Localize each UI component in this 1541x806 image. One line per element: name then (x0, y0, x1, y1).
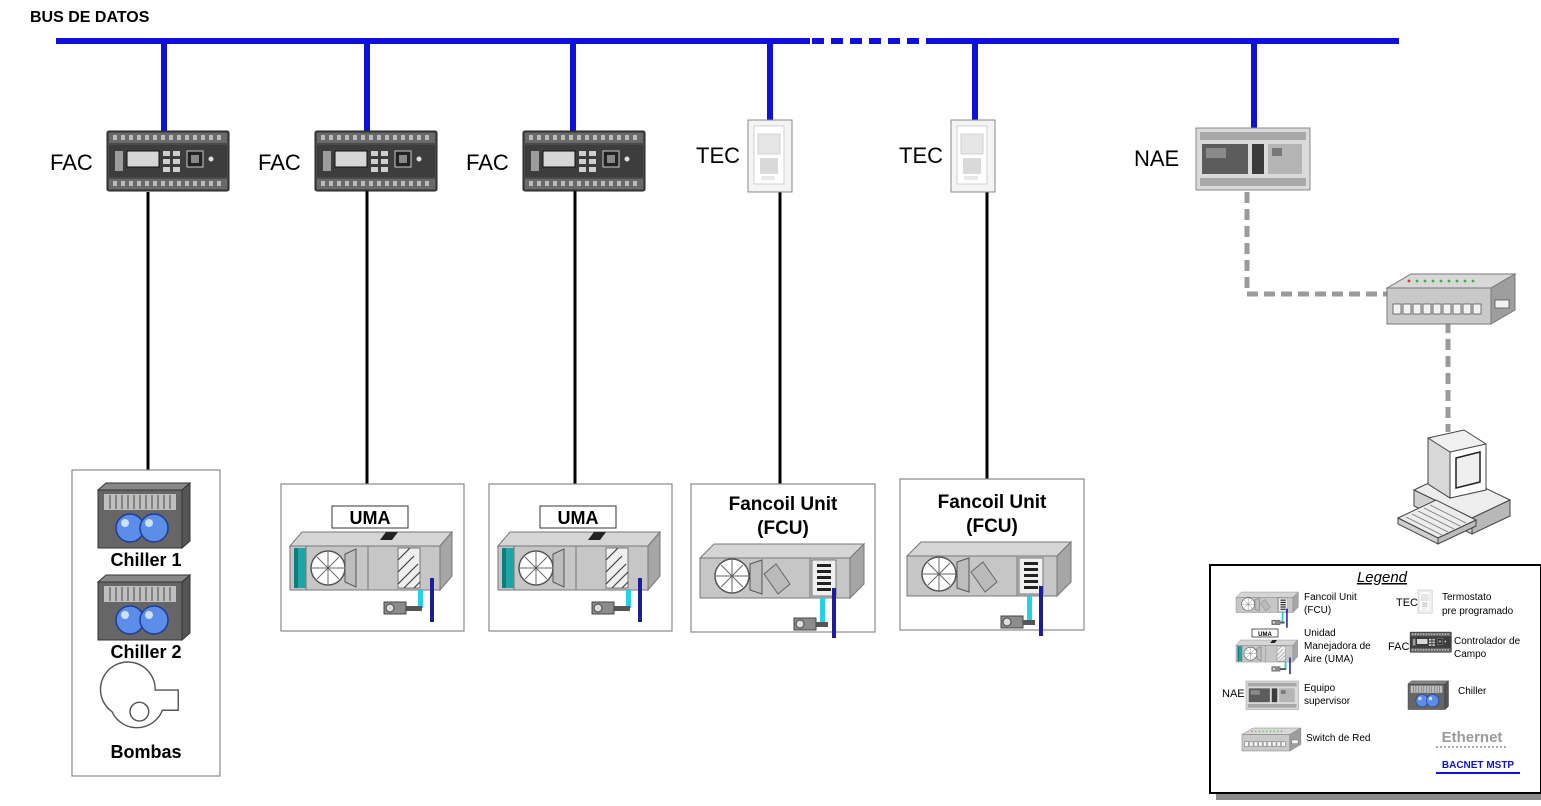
uma-label-1: UMA (350, 508, 391, 528)
fac-controller-3[interactable]: FAC (466, 130, 646, 192)
legend-uma-line2: Manejadora de (1304, 641, 1371, 652)
fcu-label-2-line2: (FCU) (966, 516, 1018, 537)
legend-thermostat-icon (1417, 589, 1433, 614)
legend-switch-icon (1241, 727, 1302, 752)
legend-nae-line2: supervisor (1304, 696, 1351, 707)
legend-uma-line1: Unidad (1304, 628, 1336, 639)
bus-title: BUS DE DATOS (30, 9, 150, 26)
legend-chiller: Chiller (1458, 686, 1487, 697)
nae-label: NAE (1134, 146, 1179, 171)
legend-controller-icon (1409, 631, 1452, 653)
fac-controller-2[interactable]: FAC (258, 130, 438, 192)
data-bus (56, 38, 1399, 131)
fcu-label-1-line2: (FCU) (757, 518, 809, 539)
legend-tec-line2: pre programado (1442, 606, 1514, 617)
nae-supervisor[interactable]: NAE (1134, 127, 1311, 191)
uma-box-2[interactable]: UMA (488, 483, 673, 632)
legend-tec-line1: Termostato (1442, 592, 1492, 603)
legend-fcu-line2: (FCU) (1304, 605, 1331, 616)
legend-fac-line2: Campo (1454, 649, 1487, 660)
legend-fcu-line1: Fancoil Unit (1304, 592, 1357, 603)
legend-bacnet: BACNET MSTP (1442, 760, 1515, 771)
tec-thermostat-2[interactable]: TEC (899, 119, 996, 193)
legend-supervisor-icon (1245, 680, 1299, 710)
chiller-2-label: Chiller 2 (110, 642, 181, 662)
legend-uma-line3: Aire (UMA) (1304, 654, 1353, 665)
uma-label-2: UMA (558, 508, 599, 528)
tec-thermostat-1[interactable]: TEC (696, 119, 793, 193)
legend-switch: Switch de Red (1306, 733, 1370, 744)
fcu-box-1[interactable]: Fancoil Unit (FCU) (690, 483, 876, 639)
field-wiring (146, 190, 989, 484)
tec-label-1: TEC (696, 143, 740, 168)
workstation-computer-icon[interactable] (1397, 429, 1511, 545)
legend-title: Legend (1357, 569, 1408, 586)
fac-label-3: FAC (466, 150, 509, 175)
uma-box-1[interactable]: UMA (280, 483, 465, 632)
fac-label-1: FAC (50, 150, 93, 175)
legend-box: Legend Fancoil Unit (FCU) TEC Termostato… (1209, 564, 1541, 800)
legend-tec-tag: TEC (1396, 597, 1418, 609)
legend-fac-tag: FAC (1388, 641, 1409, 653)
chiller-2-icon (97, 574, 191, 641)
legend-ethernet: Ethernet (1442, 729, 1503, 746)
ethernet-link (1244, 192, 1451, 432)
fcu-label-1-line1: Fancoil Unit (729, 494, 838, 515)
pump-icon (99, 661, 179, 729)
legend-chiller-icon (1407, 680, 1449, 710)
pumps-label: Bombas (110, 742, 181, 762)
chiller-1-label: Chiller 1 (110, 550, 181, 570)
legend-nae-line1: Equipo (1304, 683, 1336, 694)
fcu-label-2-line1: Fancoil Unit (938, 492, 1047, 513)
legend-uma-tag: UMA (1258, 632, 1272, 638)
chiller-1-icon (97, 482, 191, 549)
network-switch[interactable] (1386, 273, 1516, 325)
fcu-box-2[interactable]: Fancoil Unit (FCU) (899, 478, 1085, 637)
fac-label-2: FAC (258, 150, 301, 175)
legend-nae-tag: NAE (1222, 688, 1245, 700)
chiller-plant-box: Chiller 1 Chiller 2 Bombas (71, 469, 221, 777)
fac-controller-1[interactable]: FAC (50, 130, 230, 192)
legend-fac-line1: Controlador de (1454, 636, 1521, 647)
tec-label-2: TEC (899, 143, 943, 168)
